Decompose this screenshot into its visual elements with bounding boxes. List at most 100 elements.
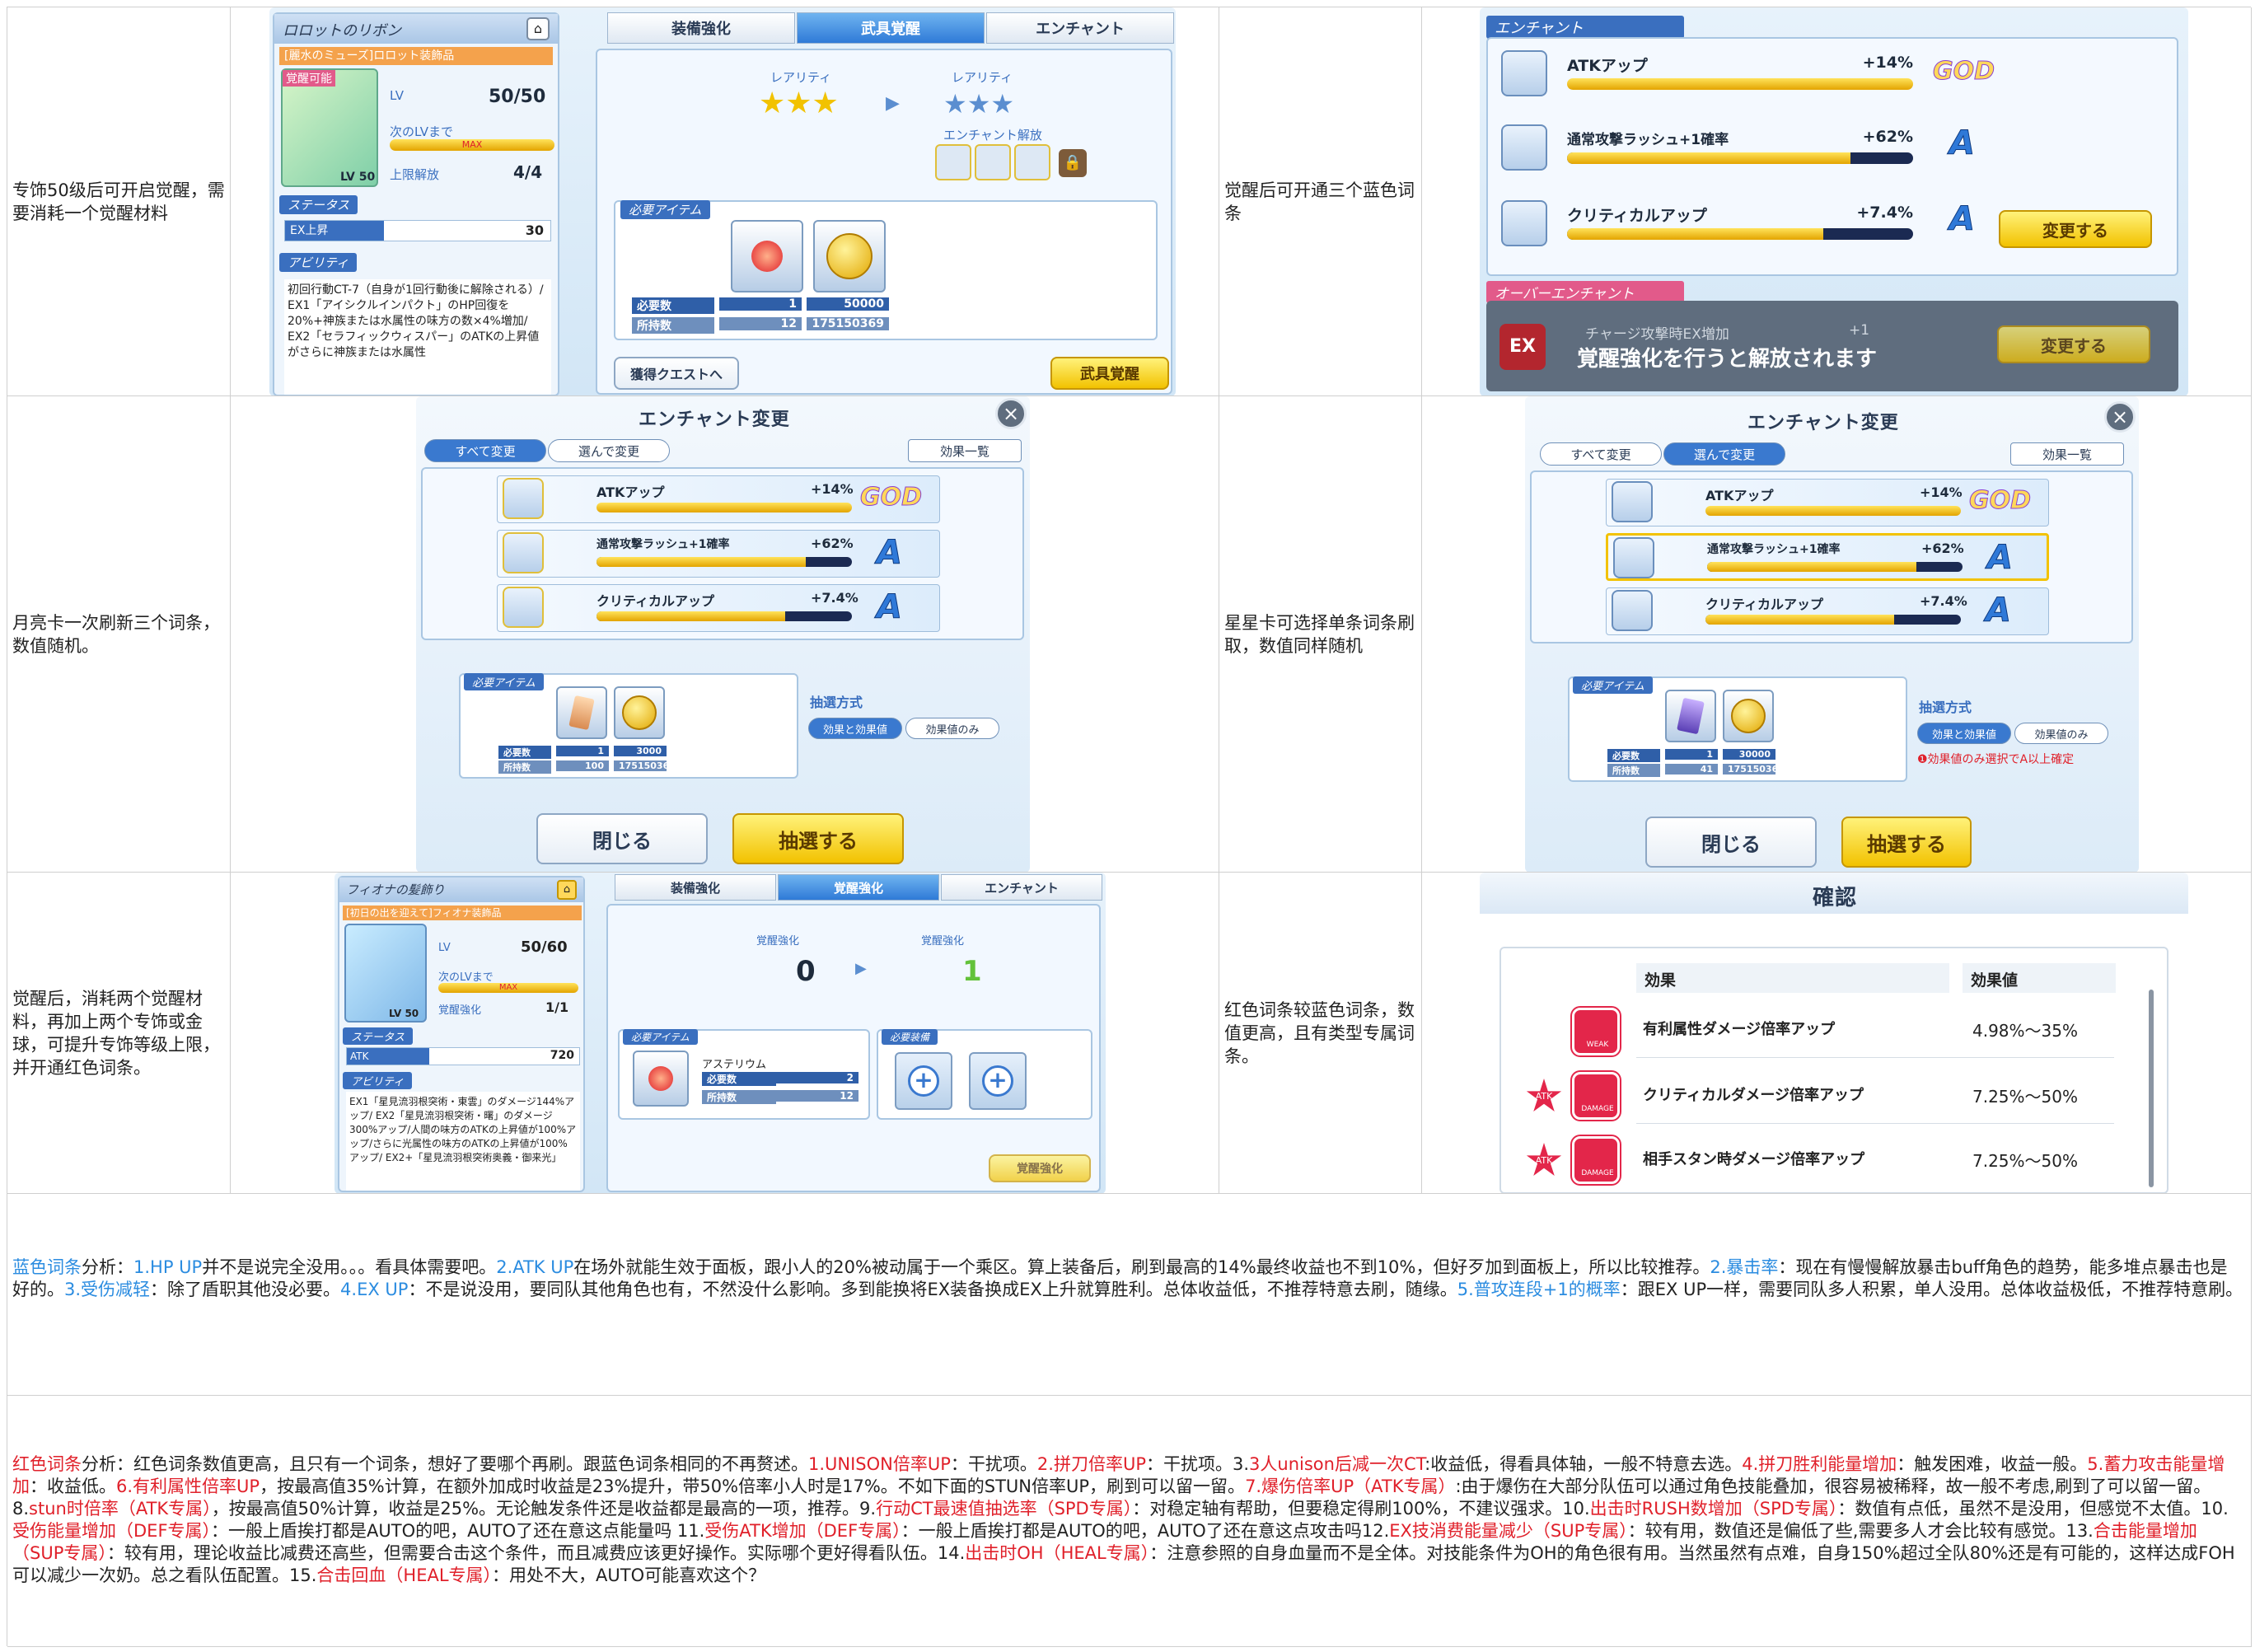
red-analysis-segment: ：一般上盾挨打都是AUTO的吧，AUTO了还在意这点攻击吗12. — [901, 1521, 1390, 1541]
scrollbar[interactable] — [2149, 990, 2154, 1187]
over-row-name: チャージ攻撃時EX増加 — [1585, 326, 1729, 343]
red-analysis-segment: ：干扰项。 — [950, 1454, 1037, 1474]
c-row-atk: ATKアップ +14% GOD — [497, 475, 940, 523]
red-analysis-segment: 合击能量增加（SUP专属） — [12, 1521, 2197, 1563]
rarity-stars-before: ★★★ — [759, 87, 839, 120]
stun-damage-icon — [1572, 1136, 1620, 1184]
rarity-label-before: レアリティ — [770, 70, 832, 85]
d-dialog-title: エンチャント変更 — [1747, 413, 1899, 433]
enchant-change-button[interactable]: 変更する — [1999, 210, 2152, 248]
tab-equip-enhance[interactable]: 装備強化 — [607, 12, 795, 44]
c-draw-button[interactable]: 抽選する — [732, 813, 904, 864]
d-row-atk[interactable]: ATKアップ +14% GOD — [1606, 479, 2049, 526]
d-effect-list-button[interactable]: 効果一覧 — [2010, 442, 2124, 466]
red-analysis-segment: 3人unison后减一次CT — [1249, 1454, 1425, 1474]
blue-analysis-segment: 3.受伤减轻 — [64, 1280, 151, 1299]
e-awaken-label: 覚醒強化 — [438, 1004, 482, 1017]
d-mode-all-tab[interactable]: すべて変更 — [1540, 442, 1662, 466]
d-method-value-only[interactable]: 効果値のみ — [2014, 723, 2108, 744]
gear-slot-1[interactable]: + — [895, 1052, 952, 1110]
status-header: ステータス — [279, 195, 358, 214]
c-crit-icon — [503, 587, 544, 628]
d-need-coin: 30000 — [1723, 749, 1775, 760]
d-close-icon[interactable]: × — [2104, 401, 2136, 433]
awaken-badge: 覚醒可能 — [283, 70, 335, 87]
row2-right-desc-text: 星星卡可选择单条词条刷取，数值同样随机 — [1224, 612, 1415, 656]
quest-button[interactable]: 獲得クエストへ — [614, 357, 739, 390]
e-need-value: 2 — [776, 1072, 858, 1083]
d-draw-button[interactable]: 抽選する — [1841, 817, 1972, 868]
enchant-row-rush-value: +62% — [1862, 128, 1913, 146]
over-change-button[interactable]: 変更する — [1997, 325, 2150, 363]
row3-right-image: 確認 効果 効果値 WEAK 有利属性ダメージ倍率アップ 4.98%～35% A… — [1422, 873, 2252, 1194]
c-close-button[interactable]: 閉じる — [536, 813, 708, 864]
red-analysis-segment: 分析：红色词条数值更高，且只有一个词条，想好了要哪个再刷。跟蓝色词条相同的不再赘… — [82, 1454, 808, 1474]
row3-right-desc-text: 红色词条较蓝色词条，数值更高，且有类型专属词条。 — [1224, 999, 1415, 1066]
crit-damage-icon — [1572, 1072, 1620, 1120]
blue-analysis-segment: ：现在有慢慢解放暴击buff角色的趋势，能多堆点暴击也是好的。 — [12, 1257, 2228, 1299]
red-analysis-text: 红色词条分析：红色词条数值更高，且只有一个词条，想好了要哪个再刷。跟蓝色词条相同… — [7, 1453, 2248, 1587]
r2-name: クリティカルダメージ倍率アップ — [1643, 1087, 1864, 1104]
red-analysis-segment: 2.拼刀倍率UP — [1036, 1454, 1146, 1474]
c-crit-name: クリティカルアップ — [596, 593, 715, 609]
d-row-crit[interactable]: クリティカルアップ +7.4% A — [1606, 587, 2049, 635]
next-lv-bar: MAX — [390, 139, 554, 151]
red-analysis-segment: stun时倍率（ATK专属） — [29, 1499, 212, 1519]
r1-name: 有利属性ダメージ倍率アップ — [1643, 1021, 1836, 1038]
red-analysis-segment: 受伤ATK增加（DEF专属） — [704, 1521, 901, 1541]
e-awaken-col-before: 覚醒強化 — [756, 935, 800, 948]
e-awaken-button[interactable]: 覚醒強化 — [989, 1154, 1091, 1182]
d-close-button[interactable]: 閉じる — [1645, 817, 1817, 868]
blue-analysis-segment: 4.EX UP — [340, 1280, 409, 1299]
over-enchant-panel: EX チャージ攻撃時EX増加 +1 覚醒強化を行うと解放されます 変更する — [1486, 301, 2178, 391]
d-mode-select-tab[interactable]: 選んで変更 — [1663, 442, 1785, 466]
d-atk-bar — [1705, 506, 1961, 516]
e-item-image — [344, 924, 427, 1023]
d-enchant-rows-panel: ATKアップ +14% GOD 通常攻撃ラッシュ+1確率 +62% A クリティ… — [1530, 470, 2133, 643]
weapon-awaken-button[interactable]: 武具覚醒 — [1050, 357, 1169, 390]
need-label: 必要数 — [632, 297, 714, 314]
e-ability-text: EX1「星見流羽根突術・東雲」のダメージ144%アップ/ EX2「星見流羽根突術… — [346, 1092, 580, 1191]
c-method-value-only[interactable]: 効果値のみ — [905, 718, 999, 739]
e-tab-equip-enhance[interactable]: 装備強化 — [615, 874, 776, 901]
d-crit-icon — [1612, 590, 1653, 631]
item-image — [281, 68, 378, 187]
c-required-panel: 必要アイテム 必要数 所持数 1 100 3000 175150369 — [459, 673, 798, 779]
lock-icon[interactable]: ⌂ — [526, 17, 550, 40]
e-lock-icon[interactable]: ⌂ — [557, 880, 577, 900]
enchant-row-rush-name: 通常攻撃ラッシュ+1確率 — [1567, 132, 1729, 148]
d-method-label: 抽選方式 — [1919, 700, 1972, 715]
e-material-icon — [633, 1051, 689, 1107]
rarity-stars-after: ★★★ — [943, 88, 1015, 119]
status-row: EX上昇 30 — [284, 220, 551, 241]
d-method-both[interactable]: 効果と効果値 — [1917, 723, 2011, 744]
close-icon[interactable]: × — [995, 398, 1027, 429]
enchant-row-atk-bar — [1567, 78, 1913, 90]
mode-select-tab[interactable]: 選んで変更 — [548, 439, 670, 462]
e-tab-awaken-enhance[interactable]: 覚醒強化 — [778, 874, 939, 901]
mode-all-tab[interactable]: すべて変更 — [424, 439, 546, 462]
d-crit-name: クリティカルアップ — [1705, 597, 1824, 612]
r1-value: 4.98%～35% — [1972, 1021, 2078, 1041]
d-atk-rank: GOD — [1968, 486, 2032, 516]
red-analysis-segment: EX技消费能量减少（SUP专属） — [1389, 1521, 1628, 1541]
c-method-both[interactable]: 効果と効果値 — [808, 718, 902, 739]
gear-slot-2[interactable]: + — [969, 1052, 1027, 1110]
blue-analysis-segment: 分析： — [82, 1257, 133, 1277]
d-rush-bar — [1707, 562, 1963, 572]
e-tab-enchant[interactable]: エンチャント — [941, 874, 1102, 901]
effect-list-button[interactable]: 効果一覧 — [908, 439, 1022, 462]
blue-analysis-segment: 5.普攻连段+1的概率 — [1457, 1280, 1621, 1299]
tab-enchant[interactable]: エンチャント — [986, 12, 1174, 44]
tab-weapon-awaken[interactable]: 武具覚醒 — [797, 12, 985, 44]
d-row-rush-selected[interactable]: 通常攻撃ラッシュ+1確率 +62% A — [1606, 533, 2049, 581]
coin-icon — [813, 220, 886, 292]
moon-card-icon — [556, 686, 607, 739]
red-analysis-segment: 6.有利属性倍率UP — [116, 1477, 260, 1496]
c-have-coin: 175150369 — [614, 760, 676, 771]
blue-analysis-segment: 并不是说完全没用。。。看具体需要吧。 — [202, 1257, 497, 1277]
d-rush-name: 通常攻撃ラッシュ+1確率 — [1707, 543, 1841, 556]
red-analysis-segment: 行动CT最速值抽选率（SPD专属） — [876, 1499, 1133, 1519]
awaken-material-icon — [731, 220, 803, 292]
plus-icon: + — [908, 1065, 939, 1097]
